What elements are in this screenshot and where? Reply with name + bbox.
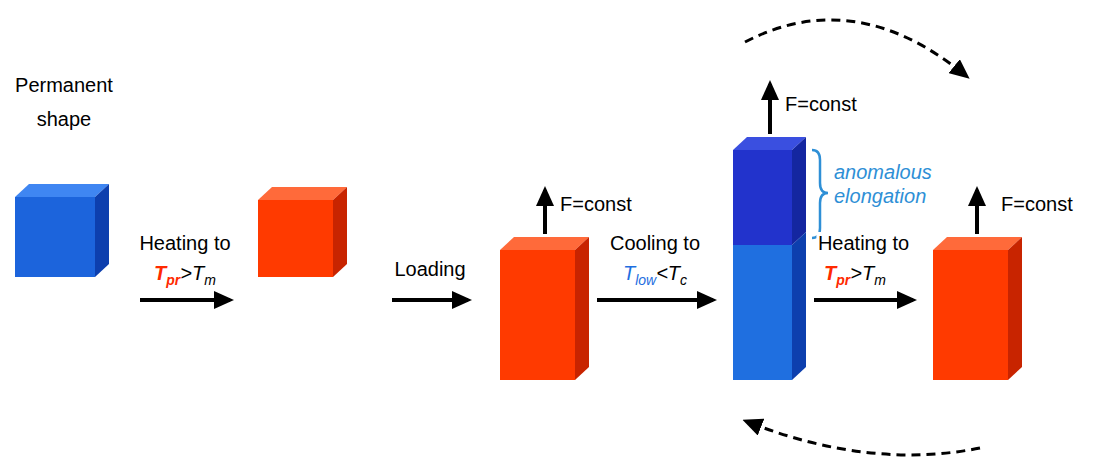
label-group: Tlow<Tc <box>623 262 687 288</box>
red-bar <box>933 237 1022 380</box>
temperature-subscript: c <box>680 272 687 288</box>
shape-caption: Permanent shape <box>4 68 124 136</box>
force-arrow <box>543 190 547 234</box>
temperature-subscript: pr <box>836 272 850 288</box>
temperature-subscript: m <box>204 272 216 288</box>
label-group: Heating to <box>139 232 230 255</box>
relation-symbol: <T <box>656 262 680 284</box>
temperature-subscript: pr <box>166 272 180 288</box>
red-bar <box>500 237 589 380</box>
process-arrow <box>140 298 230 302</box>
blue-bar <box>733 137 806 380</box>
step-label: Loading <box>394 258 465 280</box>
relation-symbol: >T <box>850 262 874 284</box>
temperature-subscript: m <box>874 272 886 288</box>
red-cube <box>258 187 347 277</box>
label-group: Tpr>Tm <box>824 262 886 288</box>
temperature-symbol: T <box>623 262 635 284</box>
force-label: F=const <box>1001 193 1090 216</box>
force-label: F=const <box>785 93 858 116</box>
specimen-bar: F=const <box>933 237 1022 380</box>
specimen-bar: F=const <box>733 137 806 380</box>
cycle-arrow <box>748 422 980 455</box>
process-arrow <box>392 298 468 302</box>
step-label: Heating to <box>139 232 230 254</box>
specimen-bar: F=const <box>500 237 589 380</box>
temperature-symbol: T <box>824 262 836 284</box>
force-arrow <box>975 190 979 234</box>
label-group: Loading <box>394 258 465 281</box>
annotation: anomalous elongation <box>834 160 964 208</box>
force-arrow <box>768 84 772 134</box>
blue-cube <box>15 184 109 277</box>
step-label: Heating to <box>816 232 911 255</box>
force-label: F=const <box>560 193 649 216</box>
cycle-arrow <box>745 20 965 75</box>
label-group: Tpr>Tm <box>154 262 216 288</box>
brace <box>812 150 828 238</box>
shape-cube: Permanent shape <box>15 184 109 277</box>
label-group: anomalous elongation <box>834 160 964 208</box>
relation-symbol: >T <box>180 262 204 284</box>
temperature-subscript: low <box>635 272 656 288</box>
process-arrow <box>597 298 713 302</box>
process-arrow <box>814 298 913 302</box>
step-label: Cooling to <box>608 232 702 255</box>
temperature-symbol: T <box>154 262 166 284</box>
